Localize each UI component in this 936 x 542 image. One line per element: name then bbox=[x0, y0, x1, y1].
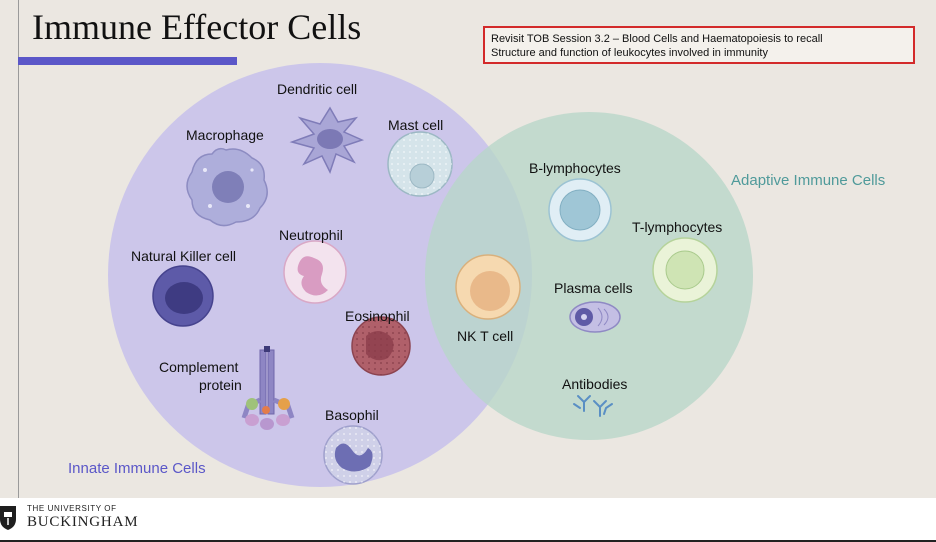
dendritic-cell-label: Dendritic cell bbox=[277, 81, 357, 97]
university-crest-icon bbox=[0, 506, 16, 530]
neutrophil-icon bbox=[283, 240, 347, 304]
plasma-cell-icon bbox=[569, 301, 621, 333]
note-line-1: Revisit TOB Session 3.2 – Blood Cells an… bbox=[491, 33, 823, 45]
complement-protein-icon bbox=[241, 346, 295, 430]
t-lymphocytes-label: T-lymphocytes bbox=[632, 219, 722, 235]
complement-label-line-1: Complement bbox=[159, 359, 238, 375]
adaptive-group-label: Adaptive Immune Cells bbox=[731, 172, 885, 189]
left-rule bbox=[18, 0, 19, 498]
basophil-label: Basophil bbox=[325, 407, 379, 423]
antibodies-icon bbox=[573, 395, 613, 417]
eosinophil-label: Eosinophil bbox=[345, 308, 410, 324]
t-lymphocyte-icon bbox=[652, 237, 718, 303]
natural-killer-cell-label: Natural Killer cell bbox=[131, 248, 236, 264]
dendritic-cell-icon bbox=[289, 106, 365, 174]
venn-diagram: Innate Immune Cells Adaptive Immune Cell… bbox=[68, 63, 885, 487]
eosinophil-icon bbox=[351, 316, 411, 376]
antibodies-label: Antibodies bbox=[562, 376, 627, 392]
mast-cell-icon bbox=[387, 131, 453, 197]
plasma-cells-label: Plasma cells bbox=[554, 280, 633, 296]
adaptive-circle bbox=[425, 112, 753, 440]
basophil-icon bbox=[323, 425, 383, 485]
complement-label-line-2: protein bbox=[199, 377, 242, 393]
revisit-note-box: Revisit TOB Session 3.2 – Blood Cells an… bbox=[483, 26, 915, 64]
title-accent-bar bbox=[18, 57, 237, 65]
macrophage-icon bbox=[186, 147, 268, 227]
university-small-text: THE UNIVERSITY OF bbox=[27, 504, 117, 513]
innate-group-label: Innate Immune Cells bbox=[68, 460, 206, 477]
slide-title: Immune Effector Cells bbox=[32, 7, 362, 47]
footer bbox=[0, 498, 936, 542]
b-lymphocytes-label: B-lymphocytes bbox=[529, 160, 621, 176]
note-line-2: Structure and function of leukocytes inv… bbox=[491, 47, 768, 59]
b-lymphocyte-icon bbox=[548, 178, 612, 242]
macrophage-label: Macrophage bbox=[186, 127, 264, 143]
university-name: BUCKINGHAM bbox=[27, 514, 139, 530]
mast-cell-label: Mast cell bbox=[388, 117, 443, 133]
slide: Immune Effector Cells Revisit TOB Sessio… bbox=[18, 0, 915, 498]
footer-rule bbox=[0, 540, 936, 542]
natural-killer-cell-icon bbox=[152, 265, 214, 327]
nk-t-cell-label: NK T cell bbox=[457, 328, 513, 344]
neutrophil-label: Neutrophil bbox=[279, 227, 343, 243]
nk-t-cell-icon bbox=[455, 254, 521, 320]
